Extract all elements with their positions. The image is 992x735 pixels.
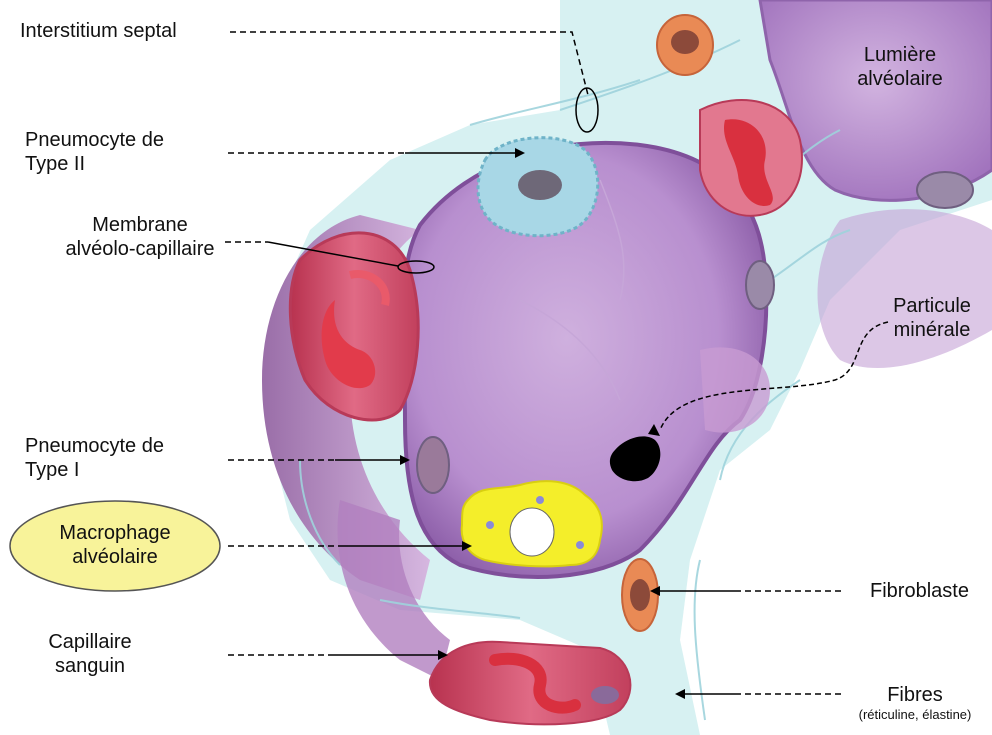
label-macrophage: Macrophage alvéolaire: [35, 521, 195, 569]
bottom-capillary: [430, 642, 631, 725]
label-particule: Particule minérale: [882, 294, 982, 342]
label-fibroblaste: Fibroblaste: [870, 579, 969, 603]
label-lumiere: Lumière alvéolaire: [845, 43, 955, 91]
label-type2-pneumocyte: Pneumocyte de Type II: [25, 128, 164, 176]
label-type1-pneumocyte: Pneumocyte de Type I: [25, 434, 164, 482]
label-fibres-sub: (réticuline, élastine): [845, 707, 985, 722]
label-membrane: Membrane alvéolo-capillaire: [50, 213, 230, 261]
label-capillaire: Capillaire sanguin: [30, 630, 150, 678]
type1-pneumocyte: [417, 437, 449, 493]
label-fibres: Fibres (réticuline, élastine): [845, 683, 985, 722]
label-interstitium: Interstitium septal: [20, 19, 177, 43]
